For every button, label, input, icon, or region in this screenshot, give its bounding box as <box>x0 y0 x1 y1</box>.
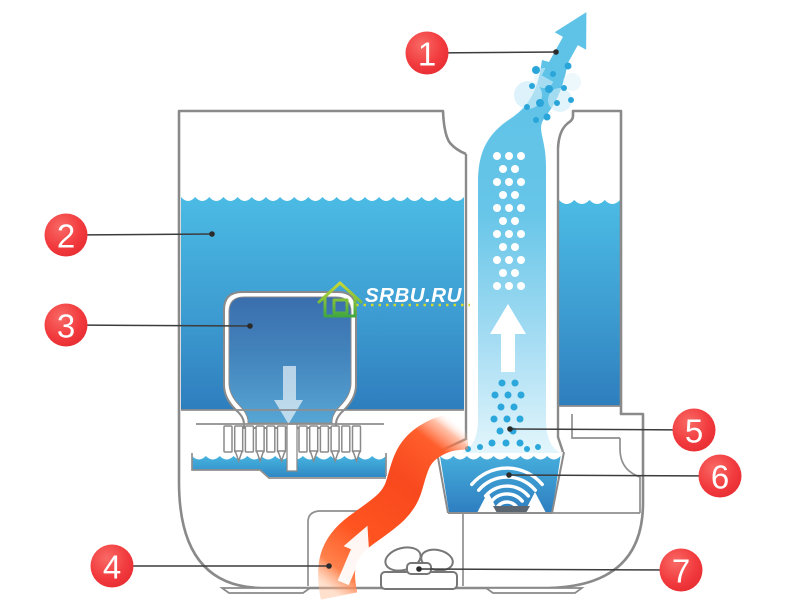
water-down-arrow <box>274 366 303 424</box>
callout-number-3: 3 <box>57 308 75 345</box>
callout-3: 3 <box>44 303 88 347</box>
callout-6: 6 <box>698 454 742 498</box>
callout-1: 1 <box>405 31 449 75</box>
base-feet <box>219 587 585 594</box>
heat-duct <box>318 412 469 600</box>
target-dot-heat-duct <box>326 563 332 569</box>
target-dot-ultrasonic-waves <box>506 472 512 478</box>
callout-7: 7 <box>659 548 703 592</box>
target-dot-mist-outlet <box>553 49 559 55</box>
callout-number-5: 5 <box>685 413 703 450</box>
mist-outlet-arrow <box>541 12 587 84</box>
valve-slats <box>223 425 362 464</box>
heat-arrow <box>337 525 370 586</box>
callout-2: 2 <box>44 213 88 257</box>
callout-target-dots <box>209 49 559 572</box>
inner-float-tank <box>223 291 357 429</box>
basin-baffle-left <box>477 492 499 513</box>
callout-5: 5 <box>672 408 716 452</box>
callout-number-7: 7 <box>672 553 690 590</box>
ultrasonic-waves <box>470 466 544 508</box>
house-icon <box>317 281 363 318</box>
watermark: SRBU.RU <box>317 281 470 318</box>
mist-up-arrow <box>490 304 526 372</box>
watermark-text: SRBU.RU <box>365 284 463 307</box>
callout-number-4: 4 <box>103 549 121 586</box>
water-tank-right <box>559 200 620 406</box>
callout-number-1: 1 <box>418 36 436 73</box>
callout-lines <box>65 51 721 571</box>
basin-baffle-right <box>524 492 546 513</box>
tank-spout-channel <box>286 423 298 472</box>
mist-white-dots <box>493 152 525 290</box>
internal-structure-lines <box>181 405 641 586</box>
fan <box>380 546 458 590</box>
ultrasonic-basin <box>436 451 565 514</box>
mist-column <box>462 60 567 453</box>
target-dot-water-tank <box>209 231 215 237</box>
callout-4: 4 <box>90 544 134 588</box>
target-dot-fan <box>416 566 422 572</box>
callout-number-6: 6 <box>711 459 729 496</box>
target-dot-mist-particles <box>507 426 513 432</box>
transducer-bar <box>493 506 530 513</box>
target-dot-inner-tank <box>247 323 253 329</box>
callout-number-2: 2 <box>57 218 75 255</box>
mist-outlet-dots <box>524 62 574 123</box>
